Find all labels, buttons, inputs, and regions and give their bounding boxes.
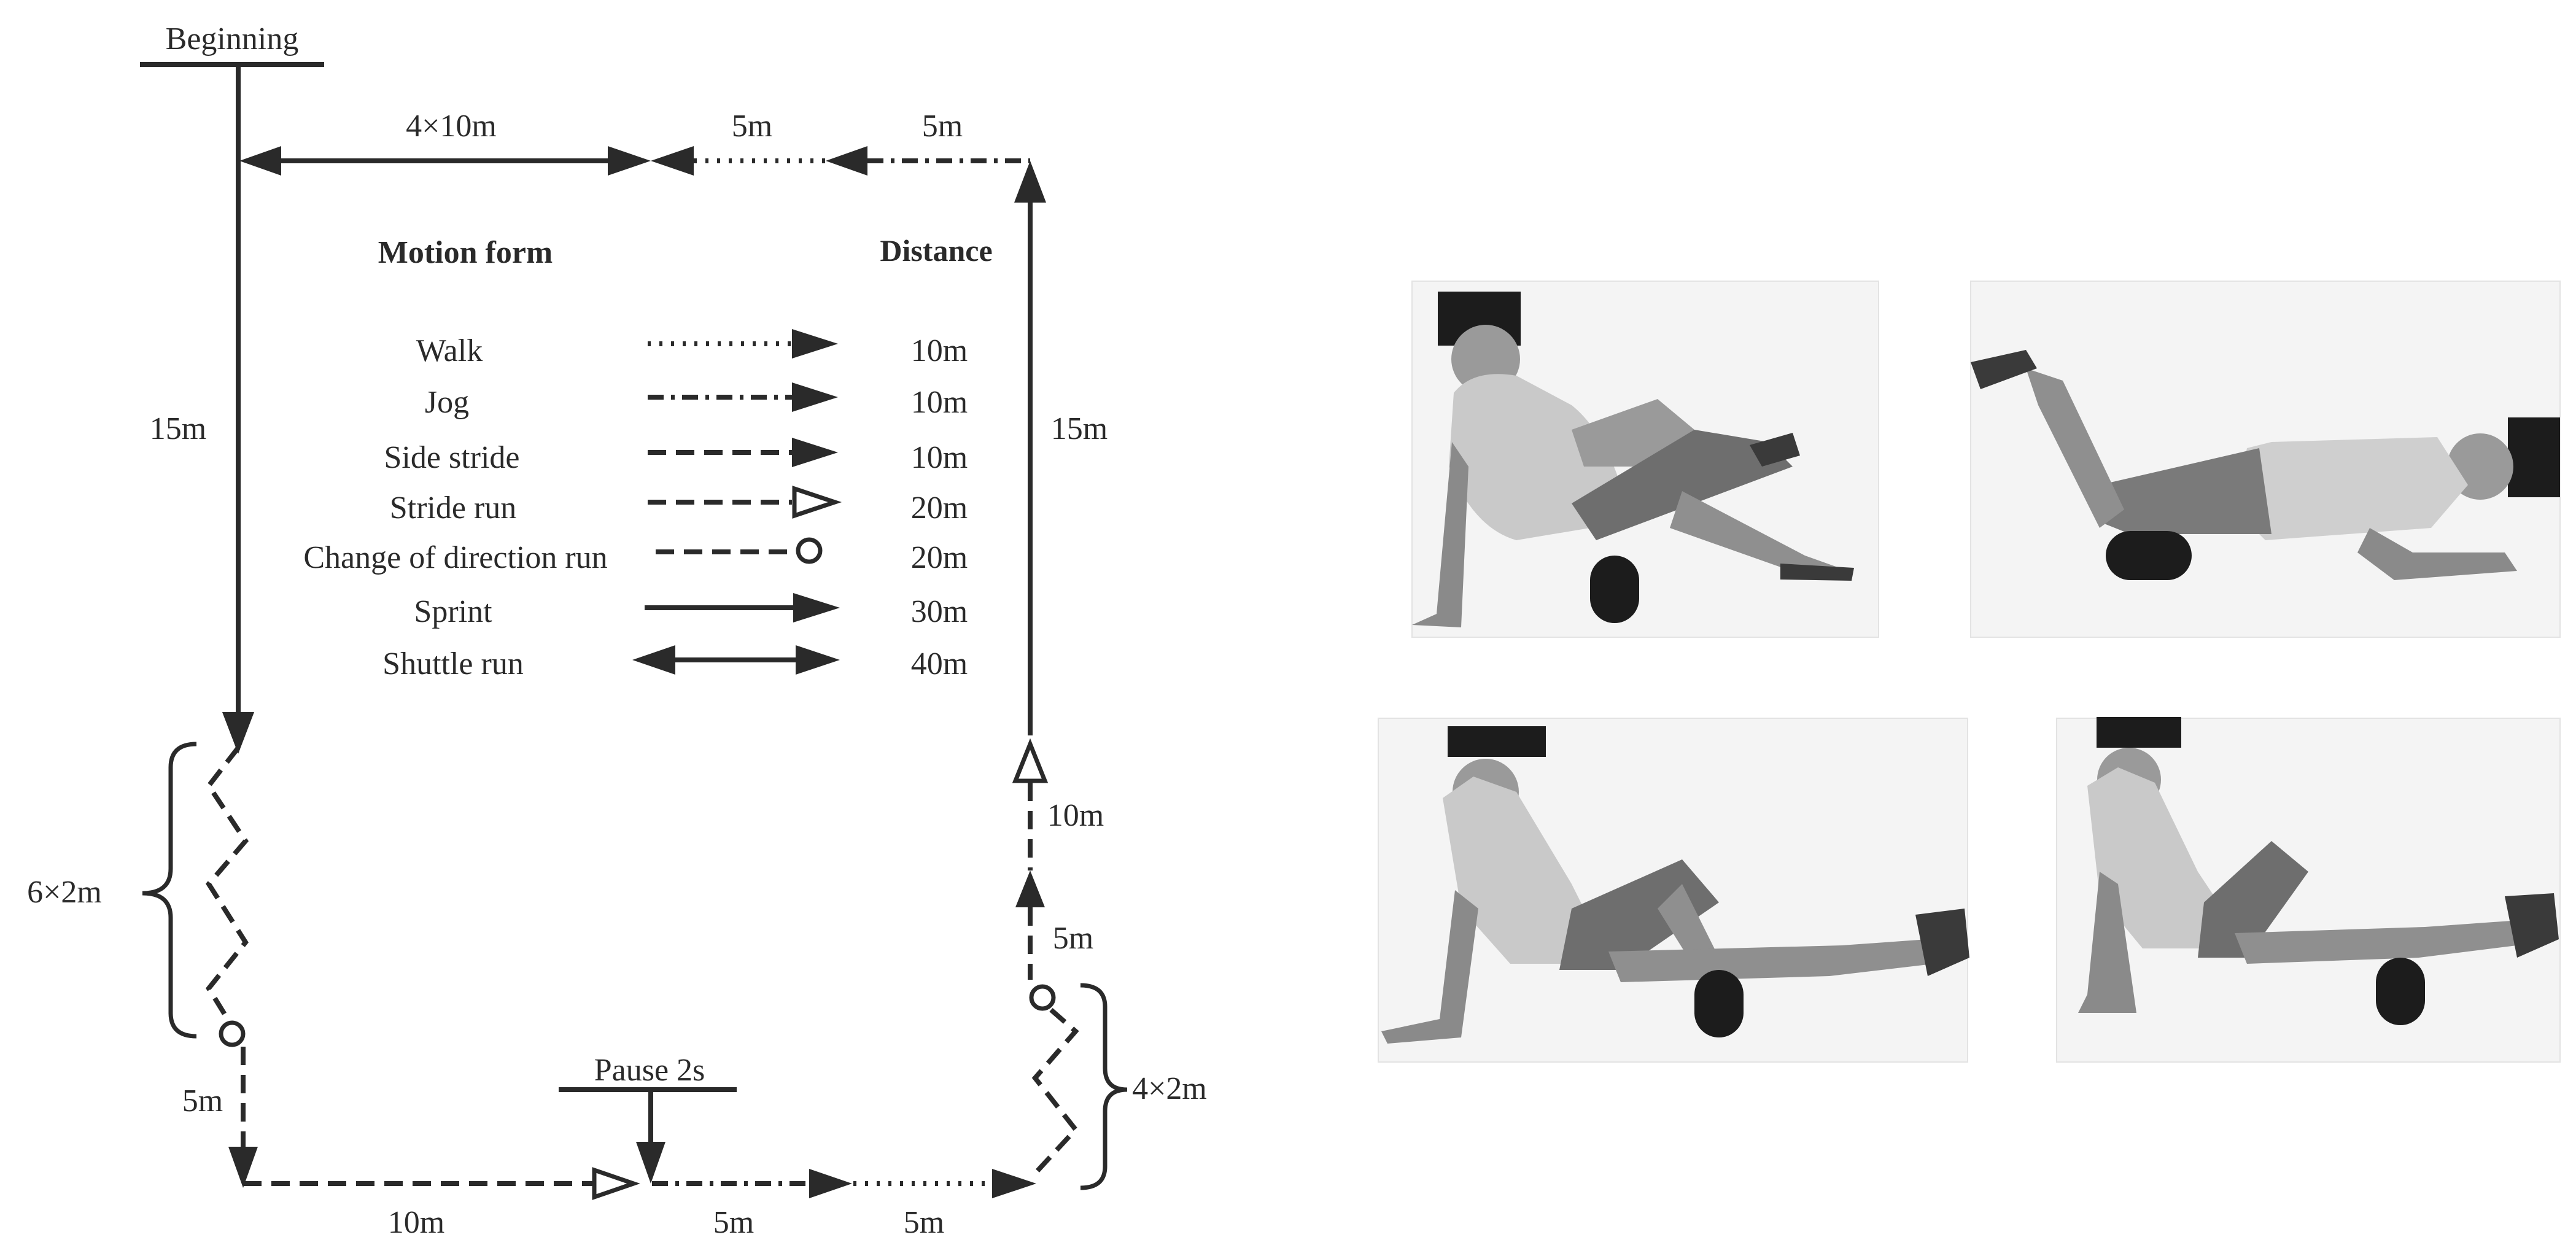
legend-row-change-direction: Change of direction run 20m	[303, 537, 968, 575]
legend-walk-label: Walk	[416, 333, 483, 368]
right-stride-distance: 10m	[1047, 798, 1104, 833]
start-label: Beginning	[166, 21, 299, 56]
legend-walk-arrowhead	[792, 329, 838, 359]
legend-change-direction-circle	[796, 537, 823, 564]
legend-walk-distance: 10m	[911, 333, 968, 368]
right-side-distance: 5m	[1053, 921, 1093, 956]
legend-row-stride-run: Stride run 20m	[390, 486, 968, 525]
right-stride-arrowhead	[1012, 738, 1049, 783]
foam-roller-calf-alt-photo-icon	[2056, 717, 2561, 1063]
legend-stride-run-label: Stride run	[390, 490, 517, 525]
legend-row-walk: Walk 10m	[416, 329, 968, 368]
legend-shuttle-run-label: Shuttle run	[382, 646, 524, 681]
left-drop-arrowhead	[228, 1147, 258, 1188]
right-side-arrowhead	[1015, 870, 1045, 907]
legend-jog-distance: 10m	[911, 385, 968, 420]
bottom-jog-distance: 5m	[713, 1205, 754, 1240]
top-walk-distance: 5m	[732, 109, 772, 144]
left-zigzag-circle	[219, 1020, 246, 1047]
legend-header-distance: Distance	[880, 233, 992, 268]
left-sprint-arrowhead	[222, 712, 254, 754]
left-sprint-distance: 15m	[150, 411, 206, 446]
right-zigzag-brace	[1080, 983, 1128, 1190]
legend-row-sprint: Sprint 30m	[414, 593, 968, 629]
left-zigzag-brace	[142, 742, 197, 1039]
top-shuttle-distance: 4×10m	[406, 109, 497, 144]
legend-shuttle-run-head-left	[632, 645, 675, 675]
legend-jog-arrowhead	[792, 382, 838, 412]
legend-side-stride-label: Side stride	[384, 440, 520, 475]
legend-change-direction-distance: 20m	[911, 540, 968, 575]
legend-change-direction-label: Change of direction run	[303, 540, 607, 575]
legend-header-motion: Motion form	[378, 235, 553, 270]
legend-stride-run-distance: 20m	[911, 490, 968, 525]
foam-roller-calf-photo-icon	[1378, 718, 1969, 1063]
top-shuttle-head-right	[608, 146, 651, 176]
legend-sprint-distance: 30m	[911, 594, 968, 629]
top-jog-arrowhead	[826, 146, 867, 176]
right-sprint-distance: 15m	[1051, 411, 1108, 446]
bottom-stride-distance: 10m	[388, 1205, 444, 1240]
right-sprint-arrowhead	[1014, 161, 1046, 203]
legend-jog-label: Jog	[425, 385, 469, 420]
legend-shuttle-run-head-right	[796, 645, 840, 675]
left-zigzag-distance: 6×2m	[27, 875, 102, 910]
pause-arrowhead	[636, 1142, 665, 1184]
course-diagram: Beginning 15m 4×10m 5m 5m 15m 10m 5m	[27, 21, 1207, 1240]
legend-sprint-arrowhead	[793, 593, 840, 622]
legend-sprint-label: Sprint	[414, 594, 492, 629]
top-shuttle-head-left	[239, 146, 281, 176]
legend-stride-run-arrowhead	[792, 486, 842, 519]
face-censor-bar	[2508, 417, 2560, 497]
left-drop-distance: 5m	[182, 1083, 223, 1118]
bottom-stride-arrowhead	[592, 1167, 640, 1200]
pause-label: Pause 2s	[594, 1053, 705, 1088]
face-censor-bar	[2097, 717, 2181, 748]
legend-row-side-stride: Side stride 10m	[384, 438, 968, 475]
face-censor-bar	[1448, 726, 1546, 757]
photo-panel	[1378, 281, 2561, 1063]
legend: Motion form Distance Walk 10m Jog 10m Si…	[303, 233, 992, 681]
bottom-jog-arrowhead	[809, 1169, 852, 1198]
top-jog-distance: 5m	[922, 109, 963, 144]
foam-roller-hamstring-photo-icon	[1411, 281, 1879, 638]
top-walk-arrowhead	[651, 146, 694, 176]
bottom-walk-distance: 5m	[904, 1205, 944, 1240]
right-zigzag-circle	[1029, 984, 1056, 1011]
legend-side-stride-distance: 10m	[911, 440, 968, 475]
legend-row-jog: Jog 10m	[425, 382, 968, 420]
legend-row-shuttle-run: Shuttle run 40m	[382, 645, 968, 681]
left-zigzag-line	[206, 746, 249, 1022]
foam-roller-quadriceps-photo-icon	[1970, 281, 2561, 638]
legend-shuttle-run-distance: 40m	[911, 646, 968, 681]
legend-side-stride-arrowhead	[792, 438, 838, 467]
right-zigzag-line	[1030, 1007, 1079, 1179]
bottom-walk-arrowhead	[992, 1169, 1036, 1198]
right-zigzag-distance: 4×2m	[1132, 1071, 1207, 1106]
